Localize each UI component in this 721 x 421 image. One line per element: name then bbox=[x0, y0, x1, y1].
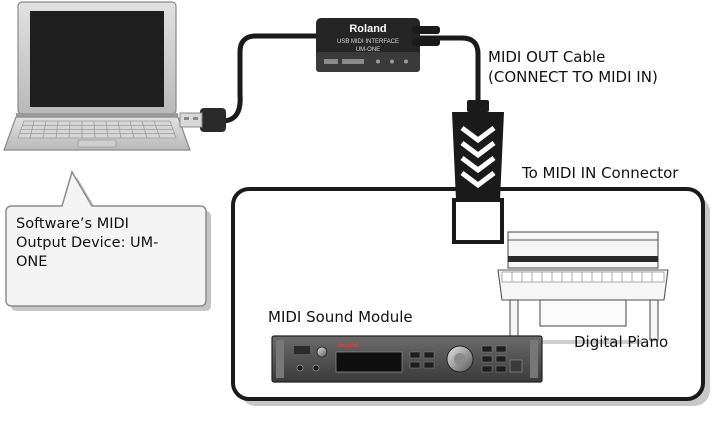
laptop-keyboard bbox=[17, 120, 177, 139]
module-volume-knob bbox=[316, 346, 328, 358]
software-callout bbox=[5, 170, 211, 311]
midi-out-cable bbox=[418, 35, 481, 106]
midi-out-cable-label-line1: MIDI OUT Cable bbox=[488, 48, 606, 66]
laptop bbox=[3, 1, 191, 151]
interface-brand: Roland bbox=[349, 23, 386, 35]
usb-plug-metal bbox=[179, 112, 203, 128]
um-one-interface: Roland USB MIDI INTERFACE UM-ONE bbox=[316, 18, 440, 72]
digital-piano bbox=[497, 231, 669, 344]
interface-leds bbox=[324, 59, 408, 64]
piano-keys bbox=[501, 271, 665, 283]
software-label-line3: ONE bbox=[16, 253, 48, 270]
midi-sound-module: Roland bbox=[271, 335, 543, 383]
midi-out-cable-label: MIDI OUT Cable (CONNECT TO MIDI IN) bbox=[488, 48, 658, 87]
interface-model: UM-ONE bbox=[356, 47, 380, 53]
midi-out-cable-label-line2: (CONNECT TO MIDI IN) bbox=[488, 67, 658, 86]
interface-model-line: USB MIDI INTERFACE bbox=[337, 39, 399, 45]
software-output-device-label: Software’s MIDI Output Device: UM- ONE bbox=[16, 215, 196, 272]
digital-piano-label: Digital Piano bbox=[574, 333, 669, 351]
midi-connector bbox=[452, 100, 504, 244]
laptop-trackpad bbox=[77, 139, 117, 148]
laptop-screen bbox=[30, 11, 164, 107]
module-brand: Roland bbox=[338, 343, 359, 349]
usb-plug bbox=[200, 108, 226, 132]
usb-cable bbox=[179, 33, 318, 132]
module-display bbox=[335, 351, 403, 373]
sound-module-label: MIDI Sound Module bbox=[268, 308, 413, 326]
midi-in-connector-label: To MIDI IN Connector bbox=[522, 164, 679, 182]
chevron-down-icon bbox=[460, 126, 496, 189]
software-label-line2: Output Device: UM- bbox=[16, 234, 159, 251]
software-label-line1: Software’s MIDI bbox=[16, 216, 129, 232]
